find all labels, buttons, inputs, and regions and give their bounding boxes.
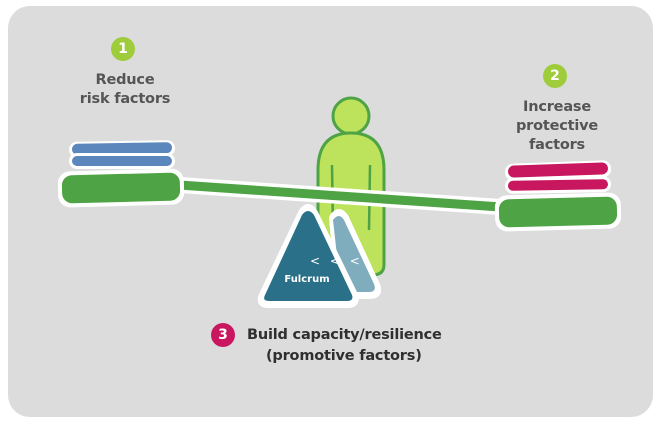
step-2-badge: 2 — [543, 64, 567, 88]
person-head — [331, 96, 371, 136]
step-2-line2: protective factors — [515, 118, 599, 153]
protective-bar-bottom — [508, 179, 608, 191]
step-3-line2: (promotive factors) — [266, 348, 422, 364]
step-1-line2: risk factors — [79, 91, 171, 107]
fulcrum-arrows: < < < — [310, 254, 363, 268]
step-1-line1: Reduce — [95, 72, 155, 88]
risk-bar-bottom — [72, 156, 172, 166]
step-3-line1: Build capacity/resilience — [247, 327, 442, 343]
fulcrum: < < < Fulcrum — [257, 204, 382, 308]
step-3-badge: 3 — [211, 323, 235, 347]
seesaw-beam — [145, 178, 535, 214]
protective-bar-top — [508, 162, 608, 178]
risk-bar-top — [71, 142, 172, 155]
fulcrum-front-triangle — [264, 211, 353, 301]
step-2-line1: Increase — [523, 99, 591, 115]
risk-factor-stack — [69, 140, 175, 169]
seesaw-left-seat — [61, 172, 181, 204]
fulcrum-label: Fulcrum — [284, 274, 329, 285]
step-1-badge: 1 — [111, 37, 135, 61]
step-2-label: Increase protective factors — [492, 98, 622, 155]
step-1-label: Reduce risk factors — [70, 71, 180, 109]
seesaw-right-seat — [498, 196, 618, 228]
protective-factor-stack — [505, 160, 612, 194]
seesaw — [57, 168, 622, 232]
